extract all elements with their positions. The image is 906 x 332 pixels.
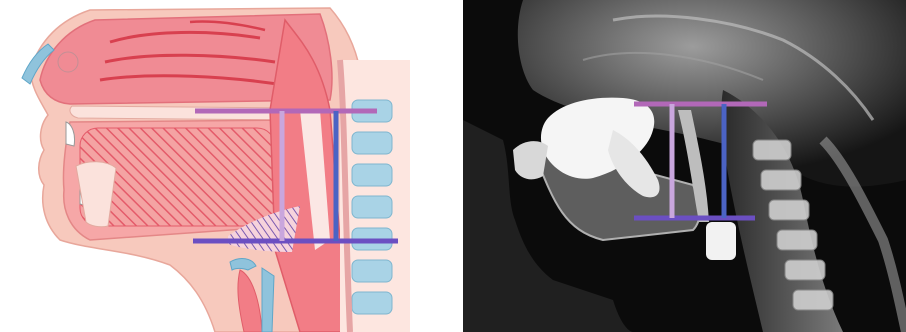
anatomy-illustration [0,0,452,332]
xray-vertebra-1 [753,140,791,160]
vertebra-4 [352,196,392,218]
anatomy-illustration-panel [0,0,452,332]
xray-vertebra-2 [761,170,801,190]
vertebra-6 [352,260,392,282]
xray-vertebra-5 [785,260,825,280]
xray-vertebra-6 [793,290,833,310]
vertebrae [352,100,392,314]
teeth-region [513,141,548,179]
vertebra-2 [352,132,392,154]
vertebra-7 [352,292,392,314]
xray-image [463,0,906,332]
xray-vertebra-3 [769,200,809,220]
thyroid-cartilage [262,268,274,332]
vertebra-3 [352,164,392,186]
larynx-contrast [706,222,736,260]
xray-panel [463,0,906,332]
xray-vertebra-4 [777,230,817,250]
